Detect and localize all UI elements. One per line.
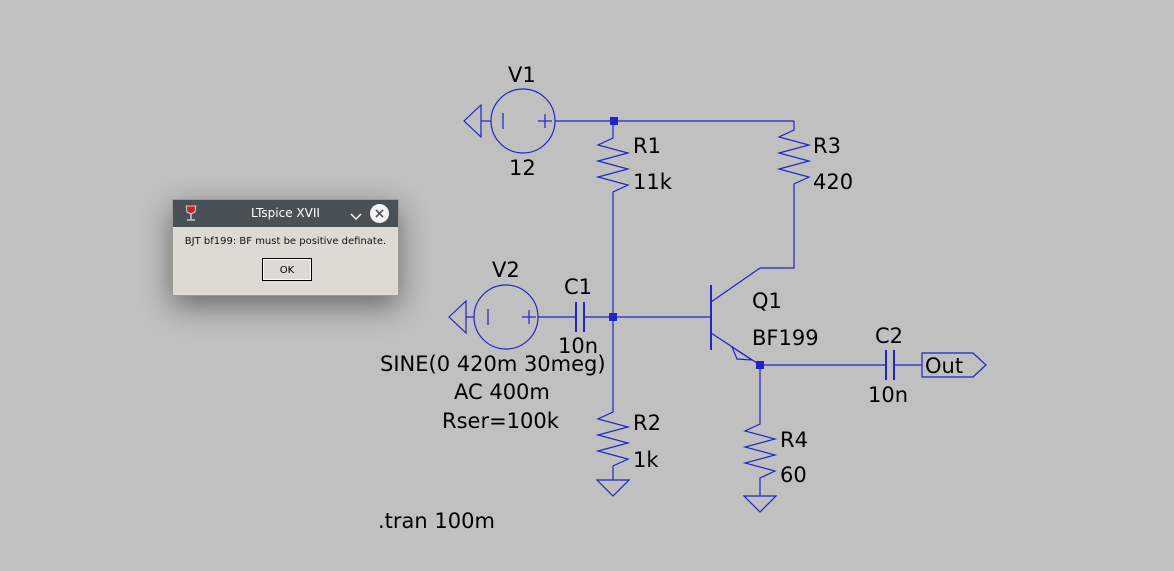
r2-value-label: 1k [633, 448, 659, 472]
v1-name-label: V1 [508, 63, 536, 87]
out-net-flag[interactable] [921, 352, 987, 378]
r4-name-label: R4 [780, 428, 808, 452]
v2-source[interactable] [448, 284, 539, 350]
c2-name-label: C2 [875, 324, 903, 348]
c1-value-label: 10n [558, 334, 598, 358]
v1-source[interactable] [463, 88, 556, 154]
r3-resistor[interactable] [760, 121, 812, 269]
q1-model-label: BF199 [752, 326, 819, 350]
junction-top [610, 117, 618, 125]
q1-transistor[interactable] [710, 267, 761, 366]
dialog-message: BJT bf199: BF must be positive definate. [184, 236, 387, 247]
v2-value-line1: SINE(0 420m 30meg) [380, 352, 606, 376]
tran-directive[interactable]: .tran 100m [378, 509, 495, 533]
close-icon[interactable] [370, 204, 389, 223]
r2-name-label: R2 [633, 411, 661, 435]
dialog-title: LTspice XVII [251, 206, 320, 220]
q1-name-label: Q1 [752, 289, 782, 313]
out-net-label: Out [925, 354, 963, 378]
ltspice-wine-glass-icon [184, 205, 198, 222]
c2-capacitor[interactable] [885, 350, 922, 380]
v2-value-line3: Rser=100k [442, 409, 560, 433]
r3-value-label: 420 [813, 170, 853, 194]
error-dialog: LTspice XVII BJT bf199: BF must be posit… [172, 199, 399, 296]
v1-value-label: 12 [509, 156, 536, 180]
r1-value-label: 11k [633, 170, 673, 194]
r2-resistor[interactable] [595, 317, 631, 497]
dialog-titlebar[interactable]: LTspice XVII [173, 200, 398, 227]
ok-button[interactable]: OK [262, 258, 312, 281]
r1-name-label: R1 [633, 134, 661, 158]
r1-resistor[interactable] [595, 121, 631, 317]
v2-name-label: V2 [492, 258, 520, 282]
r3-name-label: R3 [813, 134, 841, 158]
v2-value-line2: AC 400m [454, 380, 550, 404]
chevron-down-icon[interactable] [349, 208, 363, 220]
c1-capacitor[interactable] [538, 302, 613, 332]
c2-value-label: 10n [868, 383, 908, 407]
r4-value-label: 60 [780, 463, 807, 487]
c1-name-label: C1 [564, 275, 592, 299]
r4-resistor[interactable] [742, 365, 778, 513]
